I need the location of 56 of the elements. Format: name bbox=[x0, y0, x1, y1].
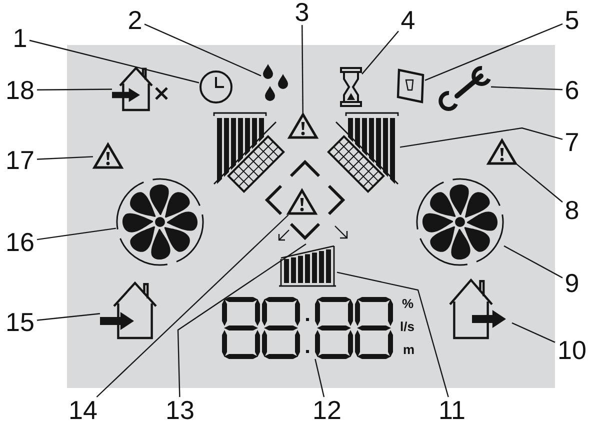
warning-icon bbox=[486, 138, 518, 165]
callout-number: 17 bbox=[3, 147, 37, 173]
house-arrow-icon bbox=[100, 281, 158, 340]
wrench-icon bbox=[438, 66, 491, 111]
house-arrow-icon bbox=[448, 278, 506, 340]
leader-line bbox=[362, 30, 399, 74]
leader-line bbox=[424, 23, 563, 81]
house-cross-icon bbox=[112, 66, 168, 112]
unit-label: % bbox=[402, 297, 414, 311]
callout-number: 1 bbox=[10, 25, 30, 51]
callout-number: 6 bbox=[562, 77, 582, 103]
unit-label: l/s bbox=[400, 320, 414, 334]
clock-icon bbox=[200, 70, 232, 104]
diamond-arrows-icon bbox=[264, 160, 348, 241]
leader-line bbox=[36, 228, 116, 240]
callout-number: 10 bbox=[555, 337, 589, 363]
heat-exchanger-drawing bbox=[327, 112, 399, 193]
callout-number: 13 bbox=[163, 397, 197, 423]
callout-number: 7 bbox=[562, 129, 582, 155]
hourglass-icon bbox=[340, 67, 362, 107]
leader-line bbox=[516, 164, 563, 203]
leader-line bbox=[29, 40, 200, 84]
fan-icon bbox=[416, 178, 504, 266]
leader-line bbox=[36, 313, 100, 321]
leader-line bbox=[96, 214, 289, 398]
callout-number: 3 bbox=[292, 0, 312, 25]
fan-icon bbox=[116, 178, 204, 266]
leader-line bbox=[144, 24, 262, 76]
callout-number: 11 bbox=[435, 397, 469, 423]
leader-line bbox=[504, 245, 563, 278]
filter-icon bbox=[396, 68, 424, 104]
leader-line bbox=[37, 88, 112, 90]
bar-graph-icon bbox=[278, 245, 337, 287]
warning-icon bbox=[286, 188, 318, 215]
leader-line bbox=[36, 156, 94, 160]
callout-number: 5 bbox=[562, 7, 582, 33]
callout-number: 15 bbox=[3, 309, 37, 335]
seven-segment-display bbox=[222, 297, 393, 359]
leader-line bbox=[336, 272, 449, 398]
callout-number: 16 bbox=[3, 229, 37, 255]
callout-number: 4 bbox=[398, 7, 418, 33]
callout-number: 18 bbox=[3, 77, 37, 103]
leader-line bbox=[314, 358, 325, 398]
callout-number: 12 bbox=[310, 397, 344, 423]
callout-number: 8 bbox=[562, 197, 582, 223]
warning-icon bbox=[287, 112, 319, 139]
leader-line bbox=[512, 322, 556, 343]
droplets-icon bbox=[263, 64, 288, 101]
warning-icon bbox=[92, 142, 124, 169]
unit-label: m bbox=[403, 343, 415, 357]
callout-number: 2 bbox=[126, 7, 144, 33]
leader-line bbox=[302, 25, 304, 113]
callout-number: 14 bbox=[66, 397, 100, 423]
leader-line bbox=[490, 86, 563, 90]
leader-line bbox=[177, 243, 307, 398]
callout-number: 9 bbox=[562, 270, 582, 296]
